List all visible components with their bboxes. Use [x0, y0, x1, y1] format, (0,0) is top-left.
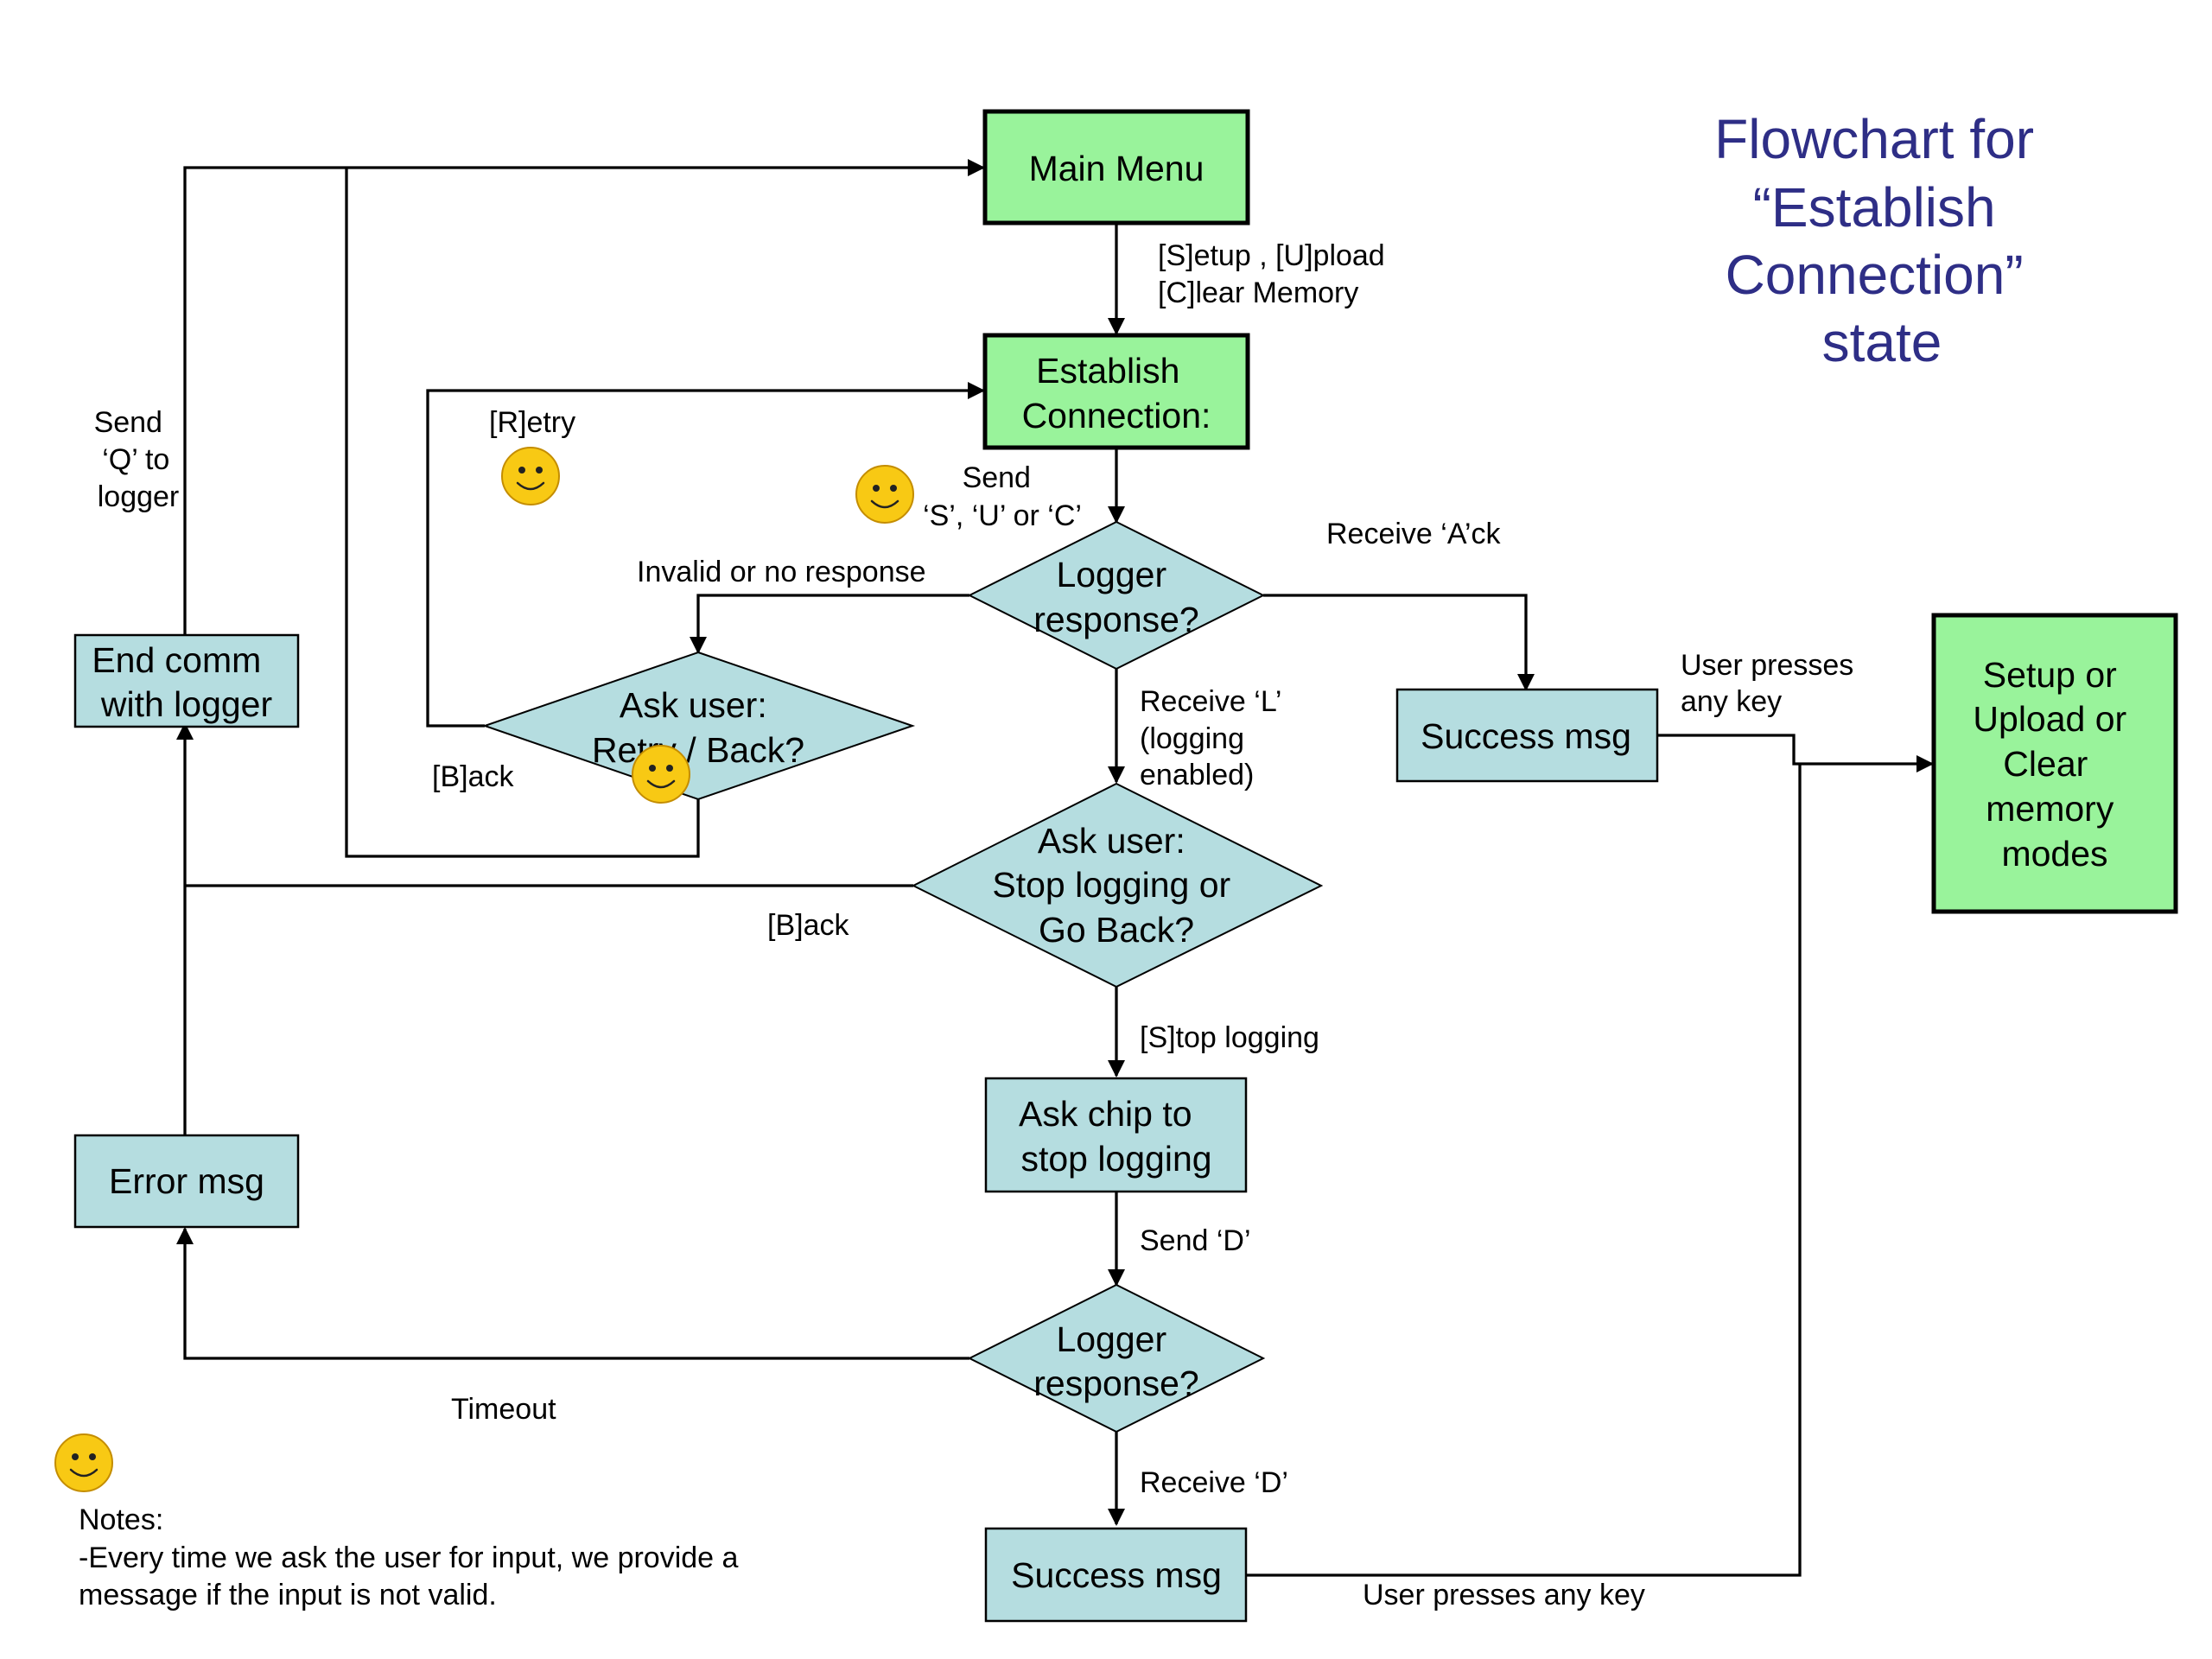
- label-send-d: Send ‘D’: [1140, 1224, 1251, 1257]
- label-send-q: Send ‘Q’ to logger: [94, 406, 180, 513]
- label-timeout: Timeout: [451, 1393, 556, 1426]
- node-logger-response-2-text: Logger response?: [1033, 1319, 1198, 1403]
- node-logger-response-1: Logger response?: [967, 520, 1266, 671]
- node-ask-retry-back: Ask user: Retry / Back?: [481, 651, 916, 801]
- node-setup-modes: Setup or Upload or Clear memory modes: [1931, 613, 2178, 914]
- edge-end-comm-to-main-menu: [183, 159, 985, 635]
- node-main-menu-text: Main Menu: [1029, 149, 1205, 188]
- label-user-presses-2: User presses any key: [1363, 1579, 1645, 1611]
- edge-logger-response-1-to-success-1: [1263, 594, 1535, 691]
- label-stop-logging: [S]top logging: [1140, 1021, 1319, 1054]
- smiley-icon: [632, 745, 690, 804]
- edge-success-2-to-setup-modes: [1247, 764, 1802, 1577]
- label-setup-upload-clear: [S]etup , [U]pload [C]lear Memory: [1158, 239, 1393, 309]
- edge-ask-retry-back-to-main-menu: [345, 168, 700, 858]
- label-back-2: [B]ack: [767, 909, 849, 942]
- smiley-icon: [855, 465, 914, 524]
- label-receive-d: Receive ‘D’: [1140, 1466, 1288, 1499]
- label-receive-ack: Receive ‘A’ck: [1326, 518, 1502, 550]
- node-ask-retry-back-text: Ask user: Retry / Back?: [592, 685, 804, 770]
- node-ask-stop-logging: Ask user: Stop logging or Go Back?: [911, 782, 1324, 988]
- node-success-msg-1-text: Success msg: [1421, 716, 1631, 756]
- node-establish-connection-text: Establish Connection:: [1022, 351, 1211, 435]
- edge-logger-response-1-to-ask-retry: [690, 594, 969, 654]
- node-success-msg-2: Success msg: [984, 1527, 1248, 1623]
- label-back-1: [B]ack: [432, 760, 514, 793]
- node-end-comm: End comm with logger: [73, 633, 300, 728]
- label-invalid: Invalid or no response: [637, 556, 926, 588]
- node-success-msg-2-text: Success msg: [1011, 1555, 1222, 1595]
- node-error-msg: Error msg: [73, 1134, 300, 1229]
- node-ask-chip: Ask chip to stop logging: [984, 1077, 1248, 1193]
- node-ask-chip-text: Ask chip to stop logging: [1019, 1094, 1212, 1179]
- node-logger-response-2: Logger response?: [967, 1283, 1266, 1433]
- label-receive-l: Receive ‘L’ (logging enabled): [1140, 685, 1289, 791]
- notes: Notes: -Every time we ask the user for i…: [79, 1503, 747, 1611]
- edge-success-1-to-setup-modes: [1656, 734, 1934, 772]
- node-main-menu: Main Menu: [982, 109, 1250, 226]
- smiley-icon: [501, 447, 560, 505]
- edge-retry-to-establish: [426, 382, 985, 728]
- diagram-title: Flowchart for “Establish Connection” sta…: [1714, 108, 2050, 373]
- node-setup-modes-text: Setup or Upload or Clear memory modes: [1973, 655, 2136, 874]
- node-establish-connection: Establish Connection:: [982, 333, 1250, 450]
- edges: [176, 159, 1934, 1577]
- node-ask-stop-logging-text: Ask user: Stop logging or Go Back?: [992, 821, 1240, 950]
- label-send-suc: Send ‘S’, ‘U’ or ‘C’: [923, 461, 1082, 532]
- smiley-icon: [54, 1433, 113, 1492]
- node-end-comm-text: End comm with logger: [92, 640, 272, 724]
- label-user-presses-1: User presses any key: [1681, 649, 1862, 718]
- edge-logger-response-2-to-error: [176, 1227, 969, 1360]
- node-error-msg-text: Error msg: [109, 1161, 264, 1201]
- edge-labels: [S]etup , [U]pload [C]lear Memory [R]etr…: [94, 239, 1862, 1611]
- label-retry: [R]etry: [489, 406, 575, 439]
- node-logger-response-1-text: Logger response?: [1033, 555, 1198, 639]
- node-success-msg-1: Success msg: [1395, 688, 1659, 783]
